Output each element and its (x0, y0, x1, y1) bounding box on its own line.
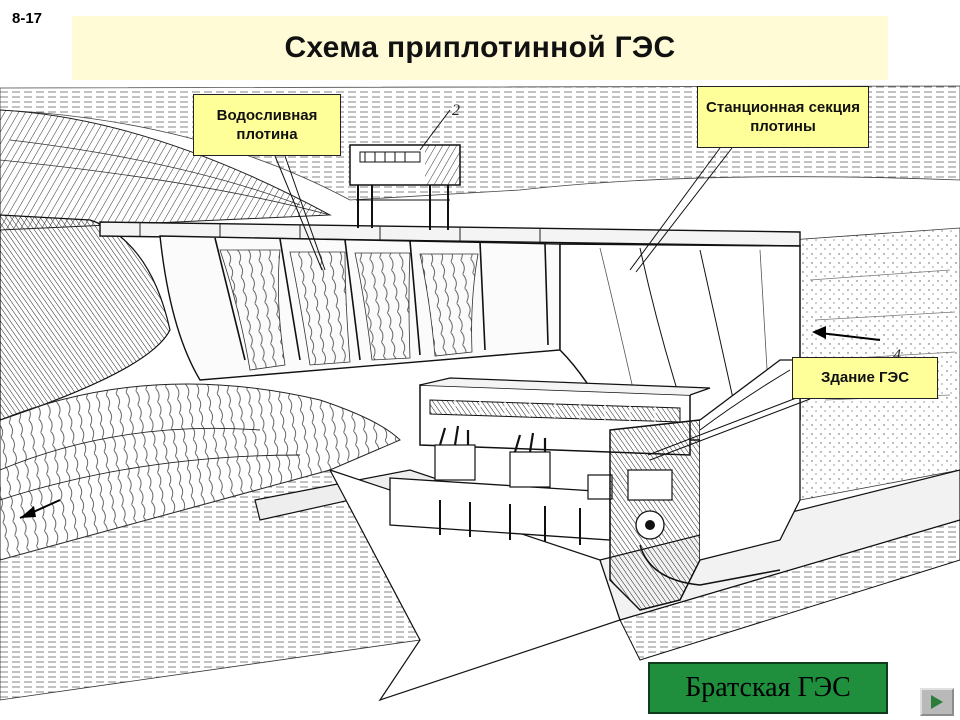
channel-walls (254, 468, 960, 702)
callout-power-house-text: Здание ГЭС (820, 369, 910, 387)
tailwater (0, 383, 421, 701)
turbine-cross-section (609, 359, 801, 611)
play-arrow-icon (931, 695, 943, 709)
headwater-number: 4 (893, 347, 901, 364)
caption-text: Братская ГЭС (685, 672, 851, 703)
caption-box: Братская ГЭС (648, 662, 888, 714)
spillway-section (159, 235, 561, 381)
next-slide-button[interactable] (920, 688, 954, 716)
callout-spillway-dam: Водосливная плотина (193, 94, 341, 156)
callout-leaders (274, 147, 813, 461)
headwater-arrow: 4 (812, 326, 901, 364)
callout-power-house: Здание ГЭС (792, 357, 938, 399)
title-band: Схема приплотинной ГЭС (72, 16, 888, 80)
crane-number: 2 (452, 102, 460, 119)
gantry-crane: 2 (349, 102, 461, 230)
callout-station-section: Станционная секция плотины (697, 86, 869, 148)
callout-station-section-text: Станционная секция плотины (706, 98, 860, 136)
callout-spillway-dam-text: Водосливная плотина (216, 106, 318, 144)
slide-number: 8-17 (12, 10, 43, 27)
slide-title: Схема приплотинной ГЭС (284, 31, 676, 64)
